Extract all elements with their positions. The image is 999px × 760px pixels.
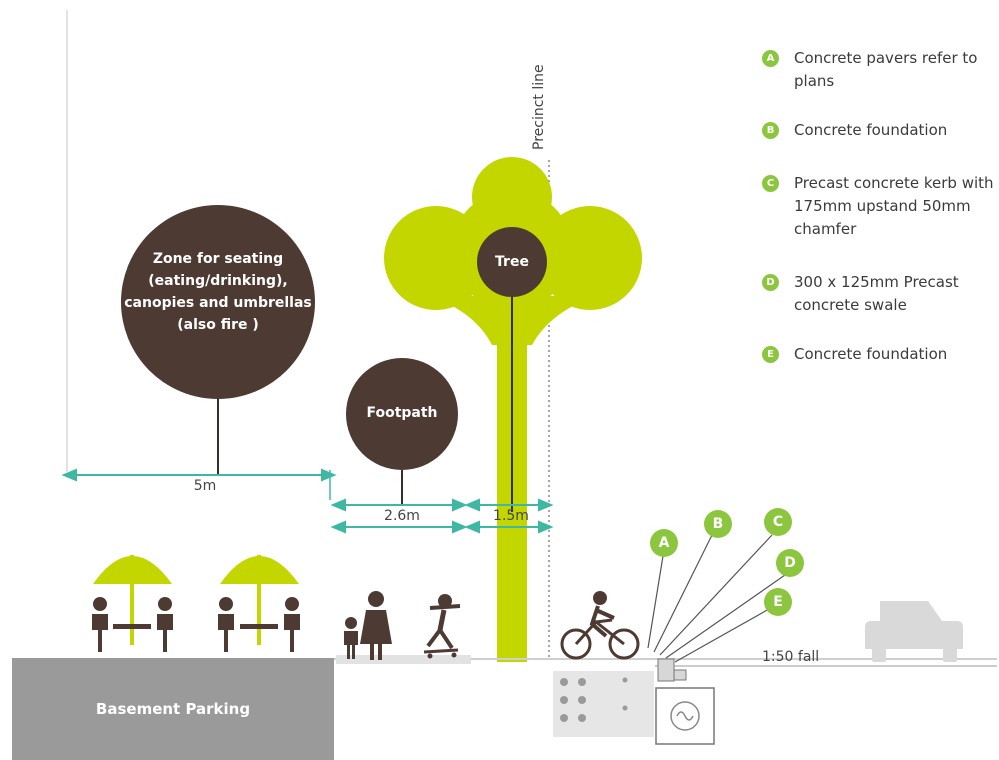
- legend-text-b: Concrete foundation: [794, 121, 948, 139]
- legend-text-d: 300 x 125mm Precast concrete swale: [794, 273, 959, 314]
- tree-bubble-label: Tree: [495, 254, 529, 270]
- legend-badge-c: C: [762, 175, 779, 192]
- legend-badge-e: E: [762, 346, 779, 363]
- footpath-bubble: [346, 358, 458, 470]
- basement-parking: Basement Parking: [12, 658, 334, 760]
- callout-leaders: [647, 534, 786, 663]
- legend-badge-b: B: [762, 122, 779, 139]
- tree-bubble: [477, 227, 547, 297]
- legend-text-a: Concrete pavers refer to plans: [794, 49, 978, 90]
- fall-label: 1:50 fall: [762, 649, 820, 665]
- skateboarder-icon: [423, 594, 461, 659]
- footpath-bubble-label: Footpath: [366, 405, 438, 421]
- legend-item-e: E Concrete foundation: [762, 343, 994, 366]
- car-icon: [865, 601, 963, 662]
- legend-badge-d: D: [762, 274, 779, 291]
- callout-e: E: [764, 588, 792, 616]
- cyclist-icon: [560, 591, 640, 660]
- legend-item-c: C Precast concrete kerb with 175mm upsta…: [762, 172, 994, 241]
- zone-width-label: 5m: [193, 478, 217, 494]
- legend-item-a: A Concrete pavers refer to plans: [762, 47, 994, 93]
- precinct-line-label: Precinct line: [531, 64, 547, 150]
- umbrella-table-2: [218, 555, 300, 652]
- zone-bubble: [121, 205, 315, 399]
- callout-b: B: [704, 510, 732, 538]
- callout-a: A: [650, 529, 678, 557]
- legend-text-e: Concrete foundation: [794, 345, 948, 363]
- legend-badge-a: A: [762, 50, 779, 67]
- legend-item-b: B Concrete foundation: [762, 119, 994, 142]
- callout-c: C: [764, 508, 792, 536]
- paver-detail: [553, 671, 715, 745]
- footpath-width-label: 2.6m: [384, 508, 420, 524]
- footpath-pavement: [336, 655, 471, 664]
- legend-item-d: D 300 x 125mm Precast concrete swale: [762, 271, 994, 317]
- kerb-detail: [657, 658, 687, 682]
- legend-text-c: Precast concrete kerb with 175mm upstand…: [794, 174, 994, 238]
- umbrella-table-1: [92, 555, 173, 652]
- callout-d: D: [776, 549, 804, 577]
- basement-label: Basement Parking: [95, 700, 251, 718]
- dimension-lines: [61, 468, 554, 534]
- zone-bubble-label: Zone for seating (eating/drinking), cano…: [124, 251, 312, 333]
- pedestrians-icon: [344, 591, 392, 660]
- tree-width-label: 1.5m: [493, 508, 529, 524]
